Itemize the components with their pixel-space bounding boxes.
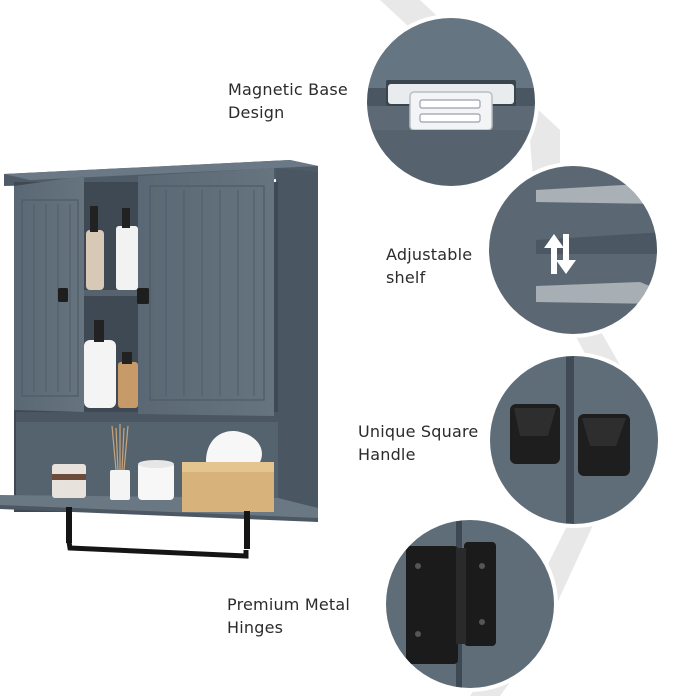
- feature-label-line1: Magnetic Base: [228, 80, 348, 99]
- feature-label-line2: Handle: [358, 445, 416, 464]
- wall-cabinet: [0, 160, 318, 559]
- feature-label-line1: Adjustable: [386, 245, 473, 264]
- feature-label-line2: Design: [228, 103, 285, 122]
- feature-label-line2: shelf: [386, 268, 426, 287]
- square-knob-icon: [510, 404, 630, 476]
- feature-label-square-handle: Unique Square Handle: [358, 420, 478, 466]
- detail-circle-hinge: [384, 518, 556, 690]
- feature-label-line1: Premium Metal: [227, 595, 351, 614]
- feature-label-metal-hinges: Premium Metal Hinges: [227, 593, 350, 639]
- detail-circle-magnetic: [365, 16, 537, 188]
- up-down-arrows-icon: [544, 234, 576, 274]
- detail-circle-shelf: [487, 164, 659, 336]
- detail-circle-handle: [488, 354, 660, 526]
- feature-label-adjustable-shelf: Adjustable shelf: [386, 243, 472, 289]
- feature-label-line2: Hinges: [227, 618, 284, 637]
- feature-label-magnetic-base: Magnetic Base Design: [228, 78, 348, 124]
- feature-label-line1: Unique Square: [358, 422, 479, 441]
- hinge-icon: [406, 542, 496, 664]
